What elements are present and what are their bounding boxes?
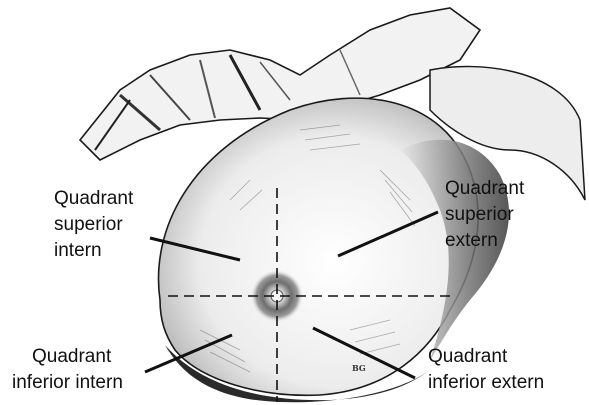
label-inferior-extern-line2: inferior extern [428, 370, 544, 396]
label-inferior-extern: Quadrant inferior extern [428, 344, 544, 396]
label-inferior-intern-line1: Quadrant [12, 344, 123, 370]
label-superior-intern: Quadrant superior intern [54, 186, 133, 264]
artist-signature: BG [352, 363, 366, 373]
label-inferior-intern: Quadrant inferior intern [12, 344, 123, 396]
label-inferior-extern-line1: Quadrant [428, 344, 544, 370]
label-superior-extern: Quadrant superior extern [445, 176, 524, 254]
label-superior-extern-line2: superior [445, 202, 524, 228]
label-superior-intern-line1: Quadrant [54, 186, 133, 212]
label-inferior-intern-line2: inferior intern [12, 370, 123, 396]
label-superior-intern-line2: superior [54, 212, 133, 238]
label-superior-extern-line1: Quadrant [445, 176, 524, 202]
label-superior-intern-line3: intern [54, 238, 133, 264]
label-superior-extern-line3: extern [445, 228, 524, 254]
